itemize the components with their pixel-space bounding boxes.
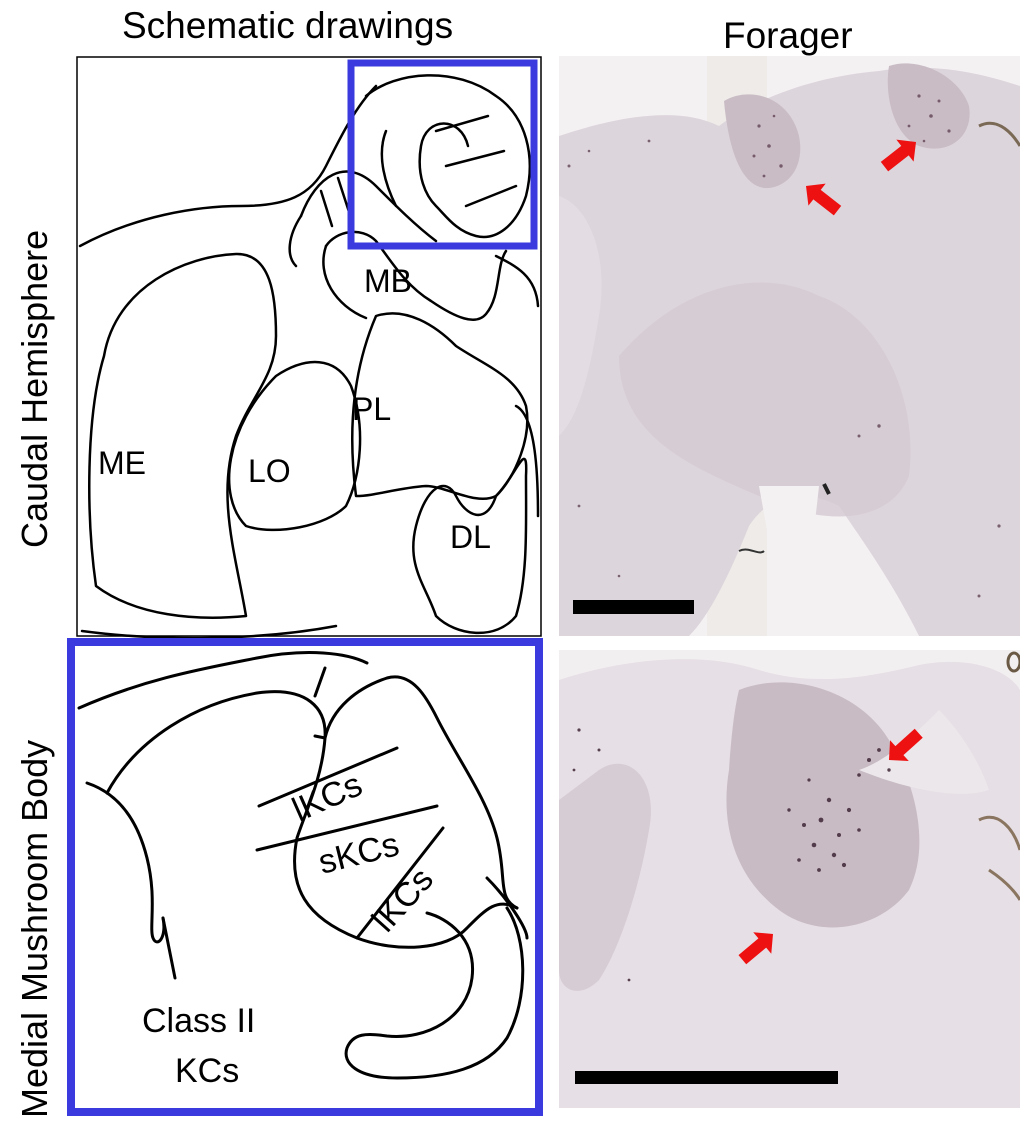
caudal-hemisphere-schematic: MB PL ME LO DL <box>76 56 542 638</box>
row-title-caudal-hemisphere: Caudal Hemisphere <box>14 229 55 548</box>
column-title-schematic: Schematic drawings <box>122 5 454 46</box>
forager-caudal-hemisphere-micrograph <box>559 56 1020 636</box>
label-dl: DL <box>450 519 491 555</box>
forager-medial-mushroom-body-micrograph <box>559 650 1020 1108</box>
label-pl: PL <box>352 391 391 427</box>
label-mb: MB <box>364 263 412 299</box>
column-title-forager: Forager <box>723 15 853 56</box>
scale-bar-bottom <box>575 1071 838 1084</box>
medial-mushroom-body-schematic: lKCs sKCs lKCs Class II KCs <box>67 638 543 1116</box>
label-class-ii: Class II <box>142 1002 255 1040</box>
row-title-medial-mushroom-body: Medial Mushroom Body <box>14 739 55 1118</box>
label-kcs: KCs <box>175 1052 239 1090</box>
label-me: ME <box>98 445 146 481</box>
scale-bar-top <box>573 600 694 614</box>
label-lo: LO <box>248 453 291 489</box>
